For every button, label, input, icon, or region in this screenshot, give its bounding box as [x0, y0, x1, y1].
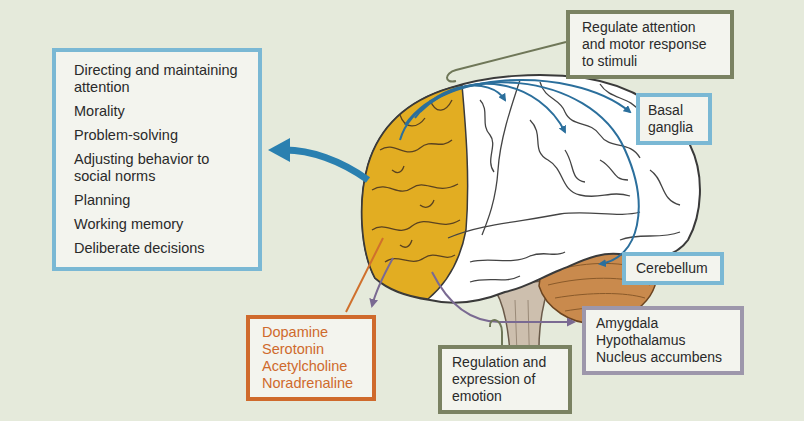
box-text: Serotonin [262, 341, 360, 358]
box-text: Morality [74, 103, 244, 120]
box-text: Working memory [74, 216, 244, 233]
box-text: Cerebellum [636, 260, 710, 277]
box-text: Planning [74, 192, 244, 209]
box-text: Directing and maintaining attention [74, 62, 244, 96]
box-text: Problem-solving [74, 127, 244, 144]
neurotransmitter-box: DopamineSerotoninAcetylcholineNoradrenal… [246, 315, 376, 401]
box-text: Regulate attention and motor response to… [582, 19, 718, 70]
box-text: Regulation and expression of emotion [452, 354, 558, 405]
box-text: Acetylcholine [262, 358, 360, 375]
box-text: Dopamine [262, 324, 360, 341]
callout-box: Regulate attention and motor response to… [566, 10, 734, 79]
box-text: Deliberate decisions [74, 240, 244, 257]
callout-box: Regulation and expression of emotion [438, 345, 572, 414]
box-text: Noradrenaline [262, 375, 360, 392]
box-text: Basal ganglia [648, 102, 700, 136]
box-text: Hypothalamus [596, 332, 730, 349]
region-list-box: AmygdalaHypothalamusNucleus accumbens [582, 306, 744, 375]
box-text: Adjusting behavior to social norms [74, 151, 244, 185]
box-text: Amygdala [596, 315, 730, 332]
region-box: Basal ganglia [636, 93, 712, 145]
region-box: Cerebellum [622, 252, 724, 285]
box-text: Nucleus accumbens [596, 349, 730, 366]
function-list-box: Directing and maintaining attentionMoral… [52, 48, 262, 271]
